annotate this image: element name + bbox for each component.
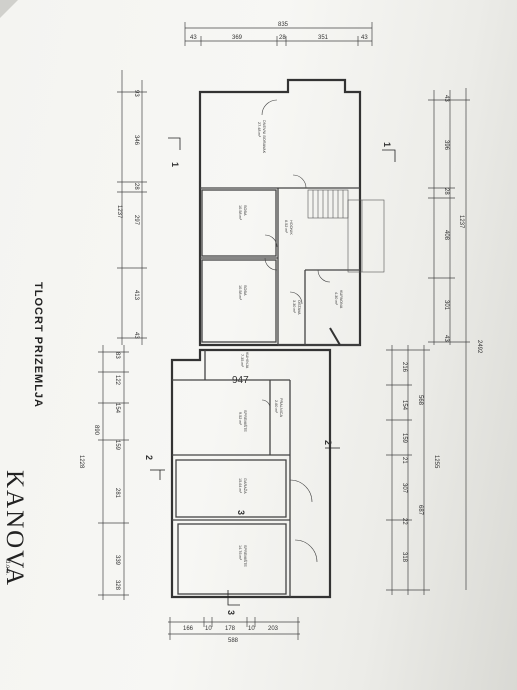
dim-lr-9: 1255 xyxy=(433,455,439,469)
room-area-pantry: 3.30 m² xyxy=(292,300,296,314)
staircase xyxy=(307,189,385,273)
dim-r-1: 43 xyxy=(443,95,449,102)
left-dimension-chain xyxy=(98,70,147,600)
room-area-laundry: 2.60 m² xyxy=(274,400,278,414)
room-area-bedroom-1: 10.58 m² xyxy=(238,205,242,221)
room-area-garage: 15.64 m² xyxy=(238,478,242,494)
room-label-bedroom-2: SOBA xyxy=(243,285,247,296)
dim-r-6: 301 xyxy=(443,300,449,311)
dim-lr-2: 154 xyxy=(401,400,407,411)
dim-left-6: 43 xyxy=(133,332,139,339)
dim-ll-4: 159 xyxy=(114,440,120,451)
section-marker-3b: 3 xyxy=(226,610,236,615)
dim-b-5: 203 xyxy=(268,626,279,632)
room-area-hallway: 6.52 m² xyxy=(284,220,288,234)
room-label-bedroom-1: SOBA xyxy=(243,205,247,216)
dim-left-5: 413 xyxy=(133,290,139,301)
dim-b-4: 10 xyxy=(248,626,255,632)
dim-r-3: 28 xyxy=(443,188,449,195)
interior-walls xyxy=(172,187,360,597)
room-label-garage: GARAŽA xyxy=(243,478,248,494)
dim-r-7: 43 xyxy=(443,335,449,342)
dim-r-5: 1237 xyxy=(458,215,464,229)
dim-b-2: 10 xyxy=(205,626,212,632)
dim-lr-5: 307 xyxy=(401,483,407,494)
bottom-dimension-chain xyxy=(168,617,300,640)
dim-r-2: 396 xyxy=(443,140,449,151)
windows xyxy=(171,79,361,415)
dim-top-5: 43 xyxy=(361,35,368,41)
room-label-pantry: OSTAVA xyxy=(297,300,301,315)
section-marker-1b: 1 xyxy=(382,142,392,147)
dim-left-3: 28 xyxy=(133,183,139,190)
dim-lr-4: 21 xyxy=(401,457,407,464)
dim-ll-3: 154 xyxy=(114,403,120,414)
plan-title: TLOCRT PRIZEMLJA xyxy=(32,282,44,408)
room-area-storage-2: 14.76 m² xyxy=(238,545,242,561)
room-label-living: DNEVNI BORAVAK xyxy=(262,120,266,154)
room-label-laundry: PRALNICA xyxy=(279,398,283,417)
dim-top-4: 351 xyxy=(318,35,329,41)
section-marker-2a: 2 xyxy=(144,455,154,460)
dim-b-1: 166 xyxy=(183,626,194,632)
door-swings xyxy=(261,99,331,563)
dim-lr-6: 22 xyxy=(401,518,407,525)
room-area-bathroom: 4.30 m² xyxy=(334,292,338,306)
dim-lr-3: 159 xyxy=(401,433,407,444)
drawing-stamp xyxy=(86,655,114,689)
room-label-storage-2: SPREMIŠTE xyxy=(243,545,248,567)
room-label-kitchen: KUHINJA xyxy=(245,352,249,369)
room-area-storage-1: 9.52 m² xyxy=(238,412,242,426)
dim-ll-7: 281 xyxy=(114,488,120,499)
dim-lr-8: 568 xyxy=(417,395,423,406)
dim-top-3: 28 xyxy=(279,35,286,41)
dim-ll-5: 890 xyxy=(93,425,99,436)
dim-top-total: 835 xyxy=(278,22,289,28)
section-marker-3a: 3 xyxy=(236,510,246,515)
dim-top-1: 43 xyxy=(190,35,197,41)
total-area-label: 947 xyxy=(232,375,249,386)
top-dimension-chain xyxy=(184,22,373,46)
dim-ll-8: 339 xyxy=(114,555,120,566)
right-dimension-chain xyxy=(386,88,470,595)
section-lines xyxy=(150,137,396,606)
dim-left-total: 1237 xyxy=(116,205,122,219)
dim-far-right: 2492 xyxy=(476,340,482,354)
room-label-storage-1: SPREMIŠTE xyxy=(243,410,248,432)
brand-suffix: d.o.o. xyxy=(4,560,10,576)
dim-left-4: 297 xyxy=(133,215,139,226)
room-label-hallway: HODNIK xyxy=(289,220,293,235)
dim-top-2: 369 xyxy=(232,35,243,41)
room-label-bathroom: KUPAONA xyxy=(339,290,343,309)
house-walls xyxy=(170,78,362,599)
room-area-living: 27.48 m² xyxy=(257,122,261,138)
dim-lr-7: 318 xyxy=(401,552,407,563)
dim-left-2: 346 xyxy=(133,135,139,146)
dim-r-4: 408 xyxy=(443,230,449,241)
dim-ll-1: 83 xyxy=(114,352,120,359)
dim-lr-10: 687 xyxy=(417,505,423,516)
dim-ll-2: 122 xyxy=(114,375,120,386)
dim-left-1: 93 xyxy=(133,90,139,97)
room-area-bedroom-2: 10.58 m² xyxy=(238,285,242,301)
room-area-kitchen: 7.35 m² xyxy=(240,354,244,368)
dim-b-3: 178 xyxy=(225,626,236,632)
dim-b-6: 588 xyxy=(228,638,239,644)
dim-ll-9: 328 xyxy=(114,580,120,591)
page-corner xyxy=(0,0,18,18)
section-marker-1a: 1 xyxy=(170,162,180,167)
dim-lr-1: 216 xyxy=(401,362,407,373)
section-marker-2b: 2 xyxy=(323,440,333,445)
dim-ll-6: 1228 xyxy=(78,455,84,469)
